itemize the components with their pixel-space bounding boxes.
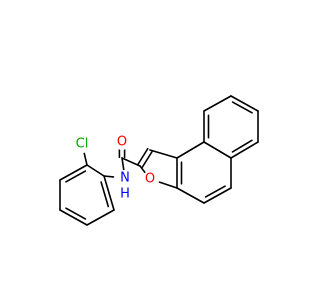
amide-hydrogen-label: H [120,187,130,202]
carbonyl-oxygen-label: O [117,135,127,150]
bond [121,157,125,171]
bond [149,149,178,159]
bond [203,187,232,204]
bond [103,175,115,211]
bond [203,141,232,159]
bond [121,157,141,167]
bond [83,152,88,166]
double-bond [100,181,110,208]
bond [86,209,115,226]
double-bond [231,101,253,114]
amide-nitrogen-label: N [120,171,130,186]
bond [103,175,115,178]
double-bond [65,170,87,183]
bond [59,164,88,181]
double-bond [136,147,149,166]
bond [230,95,259,112]
bond [59,209,88,226]
bond [139,165,147,174]
chlorine-label: Cl [76,137,89,152]
double-bond [65,207,87,220]
bond-lines [59,95,259,226]
furan-oxygen-label: O [145,172,155,187]
bond [176,187,205,204]
molecule-structure: O O N H Cl [59,95,259,226]
atom-labels: O O N H Cl [72,134,158,202]
bond [158,181,178,189]
bond [230,141,259,159]
double-bond [204,185,226,198]
bond [176,141,205,159]
bond [86,164,105,177]
double-bond [141,150,154,169]
double-bond [231,139,253,153]
bond [203,95,232,112]
